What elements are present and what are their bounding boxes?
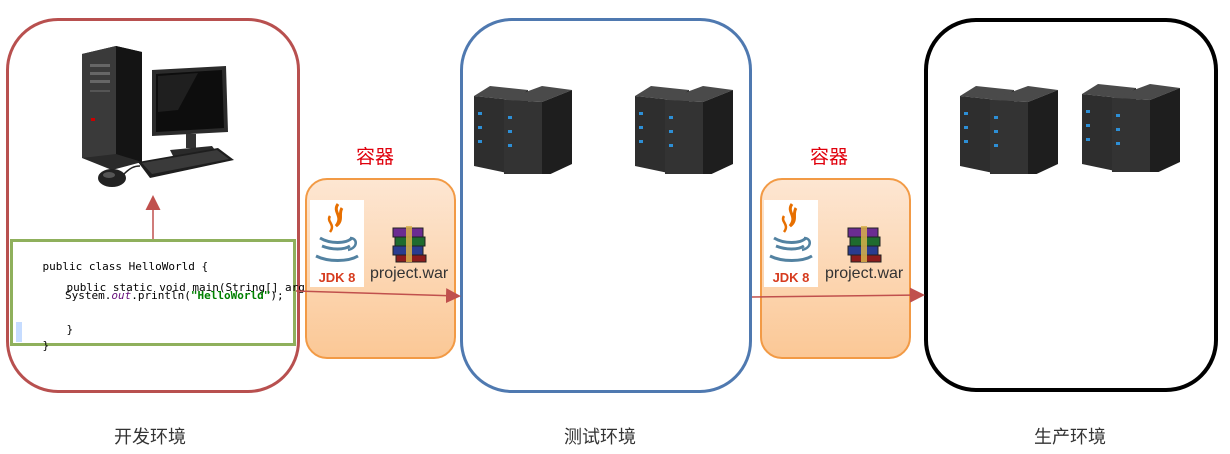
code-editor-snippet: public class HelloWorld { public static … bbox=[10, 239, 331, 352]
code-line-5: } bbox=[42, 339, 50, 352]
test-to-prod-arrow bbox=[751, 287, 925, 303]
server-rack-icon bbox=[635, 86, 733, 174]
java-coffee-cup-icon: JDK 8 bbox=[310, 200, 364, 287]
war-label-2: project.war bbox=[825, 265, 904, 282]
code-line-2: public static void main(String[] args) { bbox=[40, 268, 332, 307]
prod-environment-label: 生产环境 bbox=[1034, 427, 1106, 448]
prod-environment-box bbox=[924, 18, 1218, 392]
java-coffee-cup-icon: JDK 8 bbox=[764, 200, 818, 287]
jdk-label-1: JDK 8 bbox=[318, 270, 356, 285]
container-title-2: 容器 bbox=[809, 146, 848, 168]
jdk-label-2: JDK 8 bbox=[772, 270, 810, 285]
server-rack-icon bbox=[960, 86, 1058, 174]
server-rack-icon bbox=[1082, 84, 1180, 172]
dev-to-test-arrow bbox=[295, 288, 461, 304]
server-rack-icon bbox=[474, 86, 572, 174]
test-environment-label: 测试环境 bbox=[564, 427, 636, 448]
editor-cursor-line bbox=[16, 322, 22, 342]
war-label-1: project.war bbox=[370, 265, 449, 282]
desktop-computer-icon bbox=[82, 46, 234, 187]
container-title-1: 容器 bbox=[355, 146, 394, 168]
code-line-3: System.out.println("HelloWorld"); bbox=[65, 289, 284, 302]
code-line-1: public class HelloWorld { bbox=[16, 247, 209, 286]
code-line-4: } bbox=[66, 323, 74, 336]
class-declaration: public class HelloWorld { bbox=[42, 260, 209, 273]
archive-books-icon bbox=[392, 226, 427, 263]
archive-books-icon bbox=[847, 226, 882, 263]
dev-environment-label: 开发环境 bbox=[114, 427, 186, 448]
main-method-declaration: public static void main(String[] args) { bbox=[66, 281, 332, 294]
test-environment-box bbox=[460, 18, 752, 393]
